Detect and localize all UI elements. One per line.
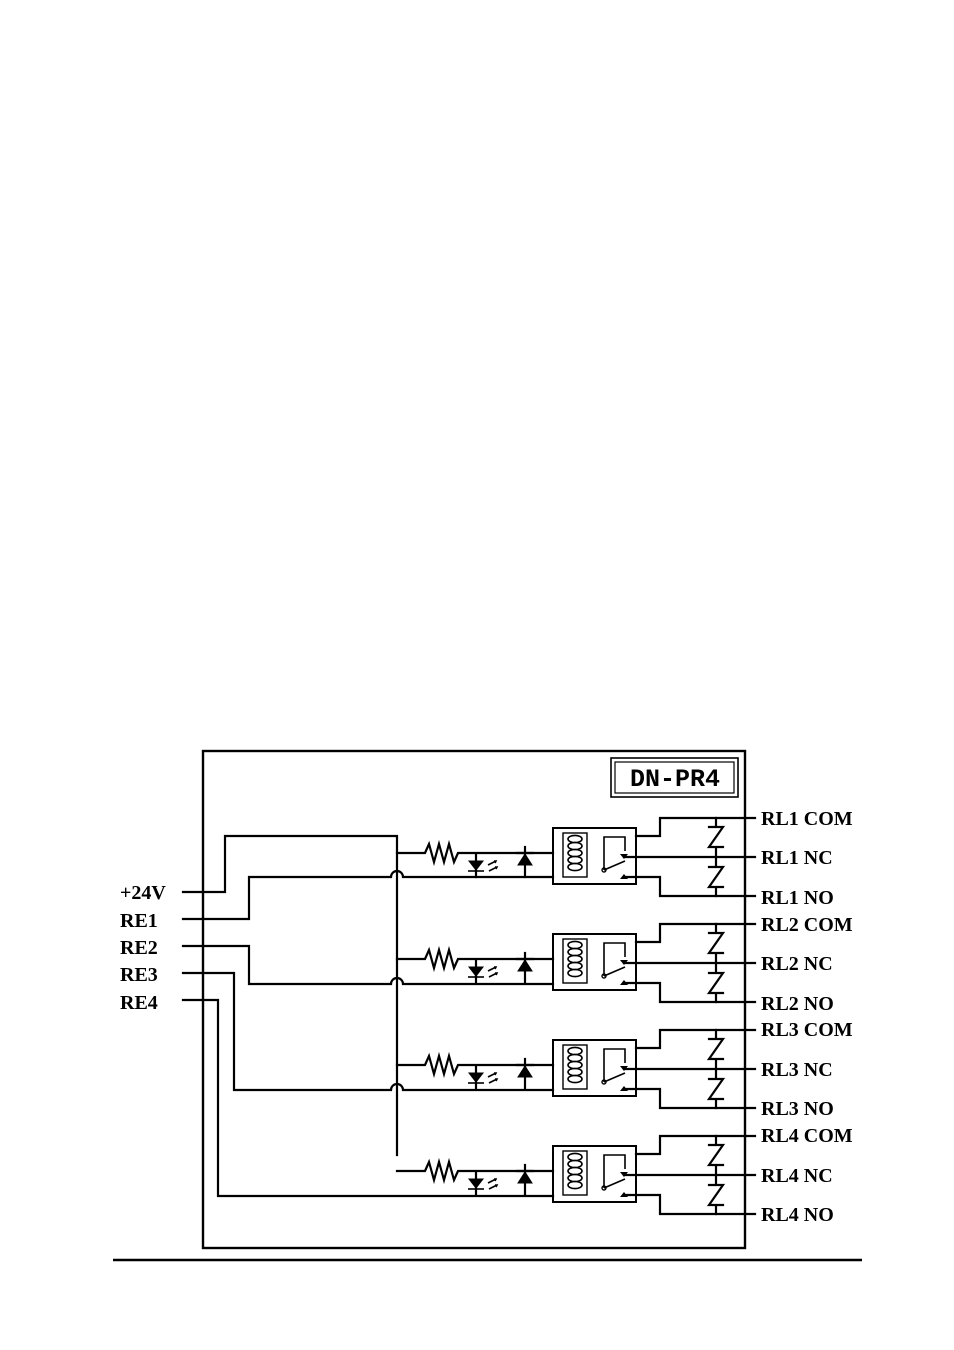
supply-24v-wire xyxy=(181,834,399,1157)
coil-icon-2 xyxy=(567,940,583,978)
relay-channel-2 xyxy=(395,922,757,1004)
contact-blade-4 xyxy=(603,1178,626,1189)
resistor-branch-wire-2 xyxy=(395,945,555,985)
relay-channel-4 xyxy=(395,1134,757,1216)
model-label-box: DN-PR4 xyxy=(610,757,739,798)
diode-icon-4 xyxy=(517,1171,533,1184)
resistor-branch-wire-3 xyxy=(395,1051,555,1091)
input-label-re4: RE4 xyxy=(120,992,158,1014)
contact-blade-2 xyxy=(603,966,626,977)
rl1-com-label: RL1 COM xyxy=(761,808,853,830)
rl1-nc-label: RL1 NC xyxy=(761,847,833,869)
diode-icon-3 xyxy=(517,1065,533,1078)
rl3-com-label: RL3 COM xyxy=(761,1019,853,1041)
relay-coil-frame-4 xyxy=(562,1150,588,1196)
led-icon-3 xyxy=(467,1072,485,1083)
relay-armature-4 xyxy=(603,1154,626,1188)
input-re2-wire xyxy=(181,944,555,986)
model-label: DN-PR4 xyxy=(630,765,720,794)
rl2-no-label: RL2 NO xyxy=(761,993,834,1015)
relay-coil-frame-1 xyxy=(562,832,588,878)
rl3-no-label: RL3 NO xyxy=(761,1098,834,1120)
relay-armature-3 xyxy=(603,1048,626,1082)
suppressor-network-3 xyxy=(706,1028,726,1110)
led-light-arrows-4 xyxy=(487,1178,499,1190)
relay-coil-frame-2 xyxy=(562,938,588,984)
input-re4-wire xyxy=(181,998,555,1198)
rl3-nc-label: RL3 NC xyxy=(761,1059,833,1081)
input-label-re2: RE2 xyxy=(120,937,158,959)
relay-coil-frame-3 xyxy=(562,1044,588,1090)
no-output-wire-2 xyxy=(622,981,757,1004)
input-label-re3: RE3 xyxy=(120,964,158,986)
no-output-wire-1 xyxy=(622,875,757,898)
com-output-wire-1 xyxy=(634,816,757,838)
input-label-24v: +24V xyxy=(120,882,166,904)
relay-armature-1 xyxy=(603,836,626,870)
relay-channel-1 xyxy=(395,816,757,898)
relay-channels xyxy=(395,816,757,1216)
suppressor-network-4 xyxy=(706,1134,726,1216)
rl2-nc-label: RL2 NC xyxy=(761,953,833,975)
led-light-arrows-1 xyxy=(487,860,499,872)
rl4-no-label: RL4 NO xyxy=(761,1204,834,1226)
input-re3-wire xyxy=(181,971,555,1092)
rl4-nc-label: RL4 NC xyxy=(761,1165,833,1187)
diode-icon-2 xyxy=(517,959,533,972)
module-enclosure xyxy=(201,749,747,1250)
led-light-arrows-2 xyxy=(487,966,499,978)
rl1-no-label: RL1 NO xyxy=(761,887,834,909)
contact-blade-3 xyxy=(603,1072,626,1083)
diode-icon-1 xyxy=(517,853,533,866)
com-output-wire-3 xyxy=(634,1028,757,1050)
no-output-wire-3 xyxy=(622,1087,757,1110)
suppressor-network-2 xyxy=(706,922,726,1004)
resistor-branch-wire-4 xyxy=(395,1157,555,1197)
suppressor-network-1 xyxy=(706,816,726,898)
no-output-wire-4 xyxy=(622,1193,757,1216)
input-re1-wire xyxy=(181,869,555,921)
coil-icon-1 xyxy=(567,834,583,872)
resistor-branch-wire-1 xyxy=(395,839,555,879)
com-output-wire-2 xyxy=(634,922,757,944)
relay-channel-3 xyxy=(395,1028,757,1110)
led-light-arrows-3 xyxy=(487,1072,499,1084)
coil-icon-4 xyxy=(567,1152,583,1190)
led-icon-4 xyxy=(467,1178,485,1189)
led-icon-2 xyxy=(467,966,485,977)
com-output-wire-4 xyxy=(634,1134,757,1156)
input-label-re1: RE1 xyxy=(120,910,158,932)
rl2-com-label: RL2 COM xyxy=(761,914,853,936)
led-icon-1 xyxy=(467,860,485,871)
rl4-com-label: RL4 COM xyxy=(761,1125,853,1147)
relay-armature-2 xyxy=(603,942,626,976)
contact-blade-1 xyxy=(603,860,626,871)
coil-icon-3 xyxy=(567,1046,583,1084)
